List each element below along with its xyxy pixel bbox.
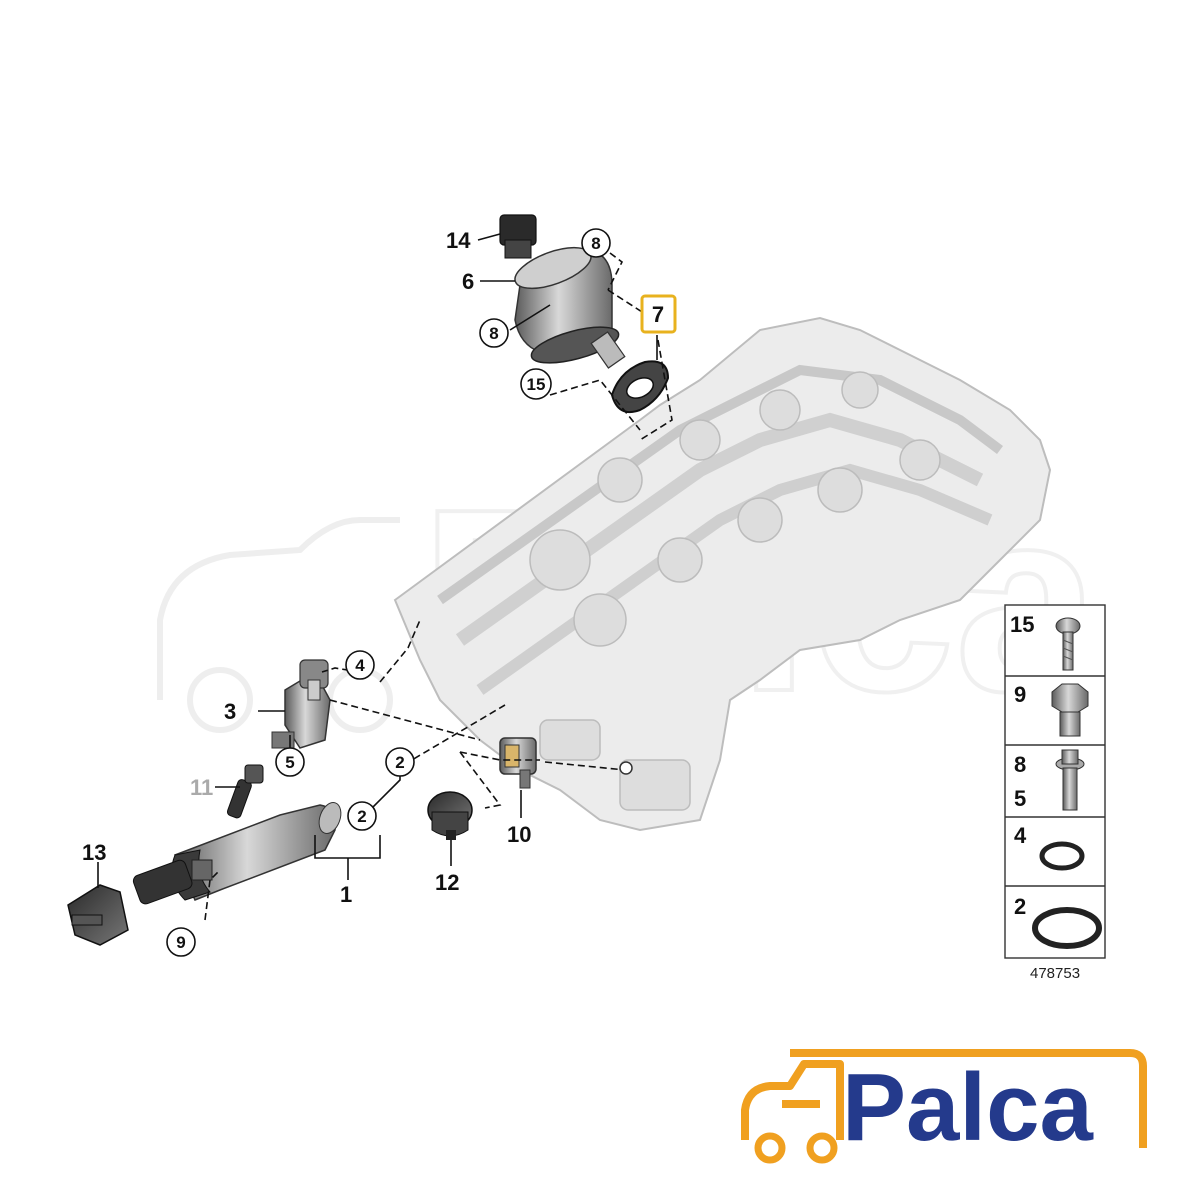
o-ring-small-icon <box>1039 841 1085 871</box>
callout-15: 15 <box>527 375 546 394</box>
vanos-valve <box>132 802 342 905</box>
leader-lines <box>97 233 673 921</box>
collar-bolt-icon <box>1055 749 1085 811</box>
legend-num-9: 9 <box>1014 682 1026 707</box>
sensor <box>271 659 331 749</box>
palca-logo: Palca <box>741 1049 1147 1164</box>
highlighted-callout-7: 7 <box>640 294 677 334</box>
legend-num-8: 8 <box>1014 752 1026 777</box>
solenoid-actuator <box>499 214 626 369</box>
callout-4: 4 <box>355 656 365 675</box>
callout-11: 11 <box>190 775 213 800</box>
callout-8-top: 8 <box>591 234 600 253</box>
legend-num-15: 15 <box>1010 612 1034 637</box>
callout-12: 12 <box>435 870 459 895</box>
callout-13: 13 <box>82 840 106 865</box>
callout-7: 7 <box>652 302 664 327</box>
callout-8-left: 8 <box>489 324 498 343</box>
callout-3: 3 <box>224 699 236 724</box>
logo-text: Palca <box>842 1054 1093 1161</box>
callout-2-left: 2 <box>357 807 366 826</box>
callout-10: 10 <box>507 822 531 847</box>
legend-num-4: 4 <box>1014 823 1027 848</box>
callout-14: 14 <box>446 228 471 253</box>
connector <box>67 884 129 946</box>
callout-2-right: 2 <box>395 753 404 772</box>
legend-num-2: 2 <box>1014 894 1026 919</box>
callout-5: 5 <box>285 753 294 772</box>
gasket <box>610 360 670 414</box>
cap-sensor <box>427 791 473 840</box>
diagram-number: 478753 <box>1030 965 1080 982</box>
mount-point <box>619 761 633 775</box>
o-ring-large-icon <box>1032 907 1102 949</box>
hex-bolt-icon <box>1051 683 1089 737</box>
car-icon <box>741 1060 844 1140</box>
callout-1: 1 <box>340 882 352 907</box>
circled-callouts: 8 8 15 4 5 2 2 9 <box>166 228 611 957</box>
temp-sensor <box>499 737 537 789</box>
screw-icon <box>1055 617 1081 671</box>
fastener-legend: 15 9 8 5 4 2 <box>1004 604 1106 959</box>
callout-9: 9 <box>176 933 185 952</box>
plug <box>226 764 264 819</box>
callout-6: 6 <box>462 269 474 294</box>
cylinder-head <box>393 316 1052 832</box>
legend-num-5: 5 <box>1014 786 1026 811</box>
